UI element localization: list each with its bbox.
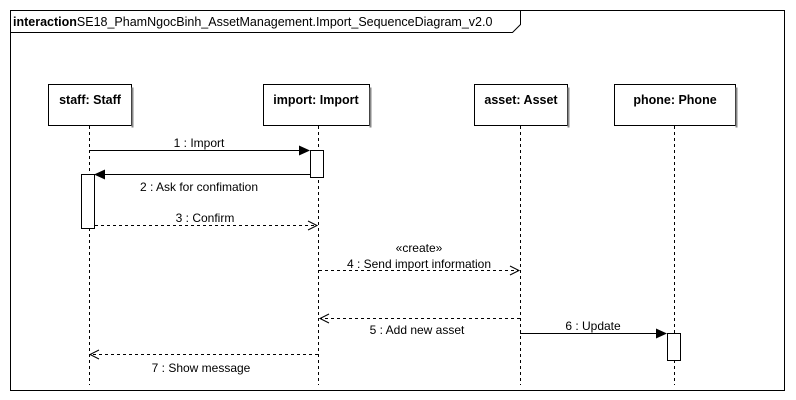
lifeline-head-shadow bbox=[735, 87, 738, 128]
frame-title: interactionSE18_PhamNgocBinh_AssetManage… bbox=[13, 15, 492, 29]
open-arrowhead bbox=[509, 265, 521, 276]
message-label: 5 : Add new asset bbox=[370, 323, 465, 337]
activation-bar-phone bbox=[667, 333, 681, 361]
open-arrowhead bbox=[318, 313, 330, 324]
lifeline-head-shadow bbox=[131, 87, 134, 128]
message-5[interactable]: 5 : Add new asset bbox=[318, 313, 520, 337]
lifeline-label-asset: asset: Asset bbox=[484, 93, 558, 107]
open-arrowhead bbox=[88, 349, 100, 360]
message-label: 6 : Update bbox=[565, 319, 621, 333]
filled-arrowhead bbox=[656, 328, 667, 339]
lifeline-head-shadow bbox=[369, 87, 372, 128]
message-label: 1 : Import bbox=[174, 136, 225, 150]
message-label: 4 : Send import information bbox=[347, 257, 491, 271]
lifeline-head-shadow bbox=[567, 87, 570, 128]
interaction-frame bbox=[10, 10, 785, 391]
filled-arrowhead bbox=[299, 145, 310, 156]
frame-keyword: interaction bbox=[13, 15, 77, 29]
message-label: 2 : Ask for confimation bbox=[140, 180, 258, 194]
message-2[interactable]: 2 : Ask for confimation bbox=[94, 169, 310, 195]
activation-bar-staff bbox=[81, 174, 95, 229]
open-arrowhead bbox=[307, 220, 319, 231]
message-4[interactable]: «create» 4 : Send import information bbox=[319, 241, 521, 276]
lifeline-label-import: import: Import bbox=[273, 93, 359, 107]
lifeline-staff[interactable]: staff: Staff bbox=[48, 84, 134, 386]
lifeline-head-staff[interactable] bbox=[48, 84, 132, 126]
lifeline-head-import[interactable] bbox=[263, 84, 370, 126]
message-6[interactable]: 6 : Update bbox=[520, 319, 667, 339]
lifeline-import[interactable]: import: Import bbox=[263, 84, 372, 386]
message-label: 3 : Confirm bbox=[176, 211, 235, 225]
message-stereotype: «create» bbox=[396, 241, 443, 255]
message-7[interactable]: 7 : Show message bbox=[88, 349, 318, 375]
filled-arrowhead bbox=[94, 169, 105, 180]
message-label: 7 : Show message bbox=[152, 361, 251, 375]
message-3[interactable]: 3 : Confirm bbox=[95, 211, 319, 231]
frame-title-tab bbox=[10, 10, 521, 33]
lifeline-label-phone: phone: Phone bbox=[633, 93, 716, 107]
message-1[interactable]: 1 : Import bbox=[90, 136, 310, 156]
activation-bar-import bbox=[310, 150, 324, 178]
lifeline-head-asset[interactable] bbox=[474, 84, 568, 126]
lifeline-phone[interactable]: phone: Phone bbox=[614, 84, 738, 386]
frame-name: SE18_PhamNgocBinh_AssetManagement.Import… bbox=[77, 15, 493, 29]
lifeline-asset[interactable]: asset: Asset bbox=[474, 84, 570, 386]
lifeline-label-staff: staff: Staff bbox=[59, 93, 122, 107]
lifeline-head-phone[interactable] bbox=[614, 84, 736, 126]
